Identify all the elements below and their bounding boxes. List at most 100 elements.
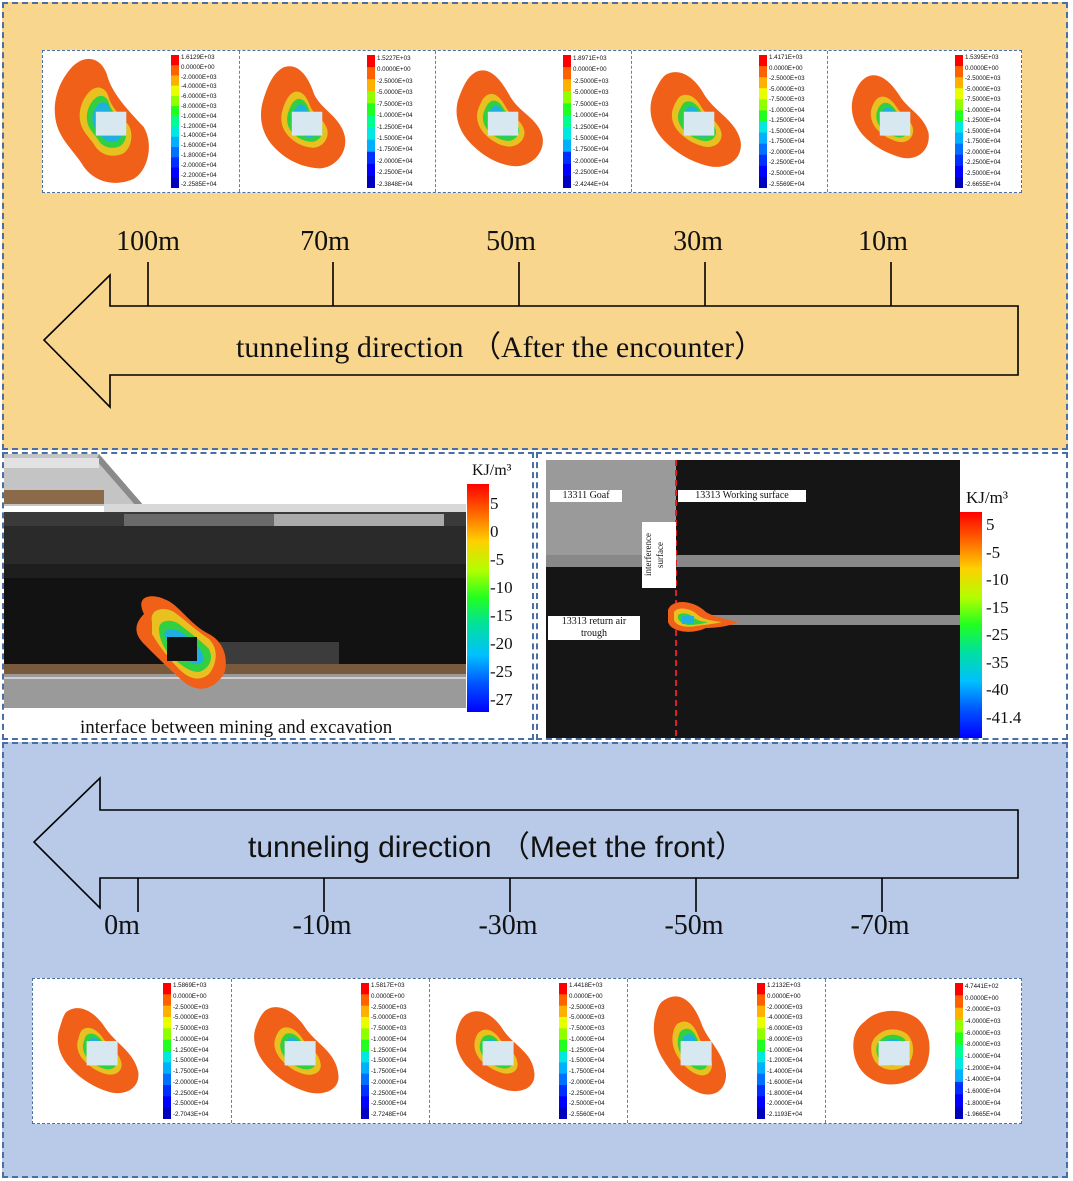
top-legend-value: 0.0000E+00 <box>769 64 803 72</box>
bottom-legend-swatch <box>163 1005 171 1018</box>
bottom-legend-value: 1.5869E+03 <box>173 982 207 989</box>
mining-colorbar-tick: 5 <box>490 494 499 513</box>
top-legend-colorbar <box>367 55 375 188</box>
bottom-legend-swatch <box>361 1073 369 1086</box>
goaf-label: 13311 Goaf <box>550 490 622 502</box>
top-distance-label: 100m <box>116 226 180 257</box>
bottom-legend-value: -2.1193E+04 <box>767 1111 803 1119</box>
bottom-legend-value: -2.0000E+04 <box>371 1078 407 1086</box>
top-legend-value: -2.4244E+04 <box>573 180 609 188</box>
top-legend-value: -8.0000E+03 <box>181 102 217 110</box>
top-legend-swatch <box>955 154 963 167</box>
bottom-legend-value: -5.0000E+03 <box>371 1014 407 1022</box>
top-legend-value: -1.2500E+04 <box>377 123 413 131</box>
bottom-legend-value: 0.0000E+00 <box>569 992 603 1000</box>
top-legend-value: -2.5000E+04 <box>965 170 1001 178</box>
top-legend-value: -2.0000E+04 <box>965 148 1001 156</box>
top-legend-value: -5.0000E+03 <box>769 85 805 93</box>
top-tunnel-section <box>879 111 911 136</box>
top-tunnel-section <box>95 111 127 136</box>
top-tile-separator <box>827 51 829 192</box>
mining-colorbar-tick: -20 <box>490 634 513 653</box>
top-legend-value: -7.5000E+03 <box>573 100 609 108</box>
top-tile-separator <box>631 51 633 192</box>
top-legend-value: -7.5000E+03 <box>769 96 805 104</box>
bottom-legend-colorbar <box>559 983 567 1119</box>
top-legend-swatch <box>367 163 375 177</box>
plan-colorbar-tick: 5 <box>986 515 995 534</box>
bottom-legend-swatch <box>163 983 171 995</box>
bottom-distance-label: -70m <box>850 910 910 941</box>
bottom-distance-label: -10m <box>292 910 352 941</box>
top-legend-value: -2.0000E+04 <box>573 157 609 165</box>
bottom-arrow-graphic <box>32 776 1019 912</box>
top-legend-value: -1.6000E+04 <box>181 142 217 150</box>
top-legend-value: -2.5000E+04 <box>769 170 805 178</box>
top-energy-contour-plot <box>456 70 543 167</box>
mining-colorbar-tick: -5 <box>490 550 505 569</box>
top-legend-value: 1.5395E+03 <box>965 54 999 61</box>
top-legend-value: -1.2500E+04 <box>965 117 1001 125</box>
top-legend-swatch <box>171 126 179 138</box>
top-legend-swatch <box>171 55 179 66</box>
bottom-legend-value: -2.5000E+04 <box>173 1100 209 1108</box>
bottom-tunnel-section <box>86 1041 118 1066</box>
bottom-legend-swatch <box>559 1073 567 1086</box>
top-legend-value: -2.5000E+03 <box>573 77 609 85</box>
bottom-legend-value: 1.4418E+03 <box>569 982 603 989</box>
top-legend-swatch <box>563 115 571 129</box>
top-legend-swatch <box>563 55 571 68</box>
bottom-legend-swatch <box>361 983 369 995</box>
top-legend-swatch <box>171 116 179 128</box>
bottom-tunnel-section <box>482 1041 514 1066</box>
bottom-legend-swatch <box>757 1073 765 1086</box>
bottom-distance-label: -30m <box>478 910 538 941</box>
bottom-legend-value: -1.0000E+04 <box>371 1035 407 1043</box>
bottom-legend-swatch <box>757 1039 765 1052</box>
bottom-legend-value: -6.0000E+03 <box>767 1025 803 1033</box>
top-legend-swatch <box>367 115 375 129</box>
top-legend-value: -1.5000E+04 <box>573 134 609 142</box>
top-legend-swatch <box>171 75 179 87</box>
bottom-legend-value: -7.5000E+03 <box>173 1025 209 1033</box>
top-legend-value: -2.5569E+04 <box>769 180 805 188</box>
top-legend-swatch <box>759 110 767 122</box>
top-legend-swatch <box>171 157 179 169</box>
mining-colorbar-tick: 0 <box>490 522 499 541</box>
bottom-tile-separator <box>627 979 629 1123</box>
bottom-legend-swatch <box>955 1081 963 1095</box>
top-legend-swatch <box>759 154 767 167</box>
bottom-legend-swatch <box>955 1069 963 1083</box>
bottom-arrow-text: tunneling direction （Meet the front） <box>248 831 745 864</box>
bottom-legend-swatch <box>757 1017 765 1029</box>
bottom-energy-contour-plot <box>254 1007 339 1094</box>
bottom-legend-value: 1.5817E+03 <box>371 982 405 989</box>
bottom-legend-swatch <box>757 1028 765 1041</box>
top-legend-swatch <box>955 176 963 188</box>
top-legend-value: -2.3848E+04 <box>377 180 413 188</box>
top-legend-swatch <box>563 103 571 116</box>
bottom-legend-swatch <box>955 1020 963 1033</box>
bottom-legend-value: -1.7500E+04 <box>569 1068 605 1076</box>
bottom-legend-value: 0.0000E+00 <box>173 992 207 1000</box>
top-energy-contour-plot <box>54 58 149 183</box>
top-legend-value: -2.0000E+04 <box>181 161 217 169</box>
top-legend-value: -1.5000E+04 <box>769 127 805 135</box>
bottom-legend-value: -1.2000E+04 <box>767 1057 803 1065</box>
bottom-legend-value: -1.5000E+04 <box>173 1057 209 1065</box>
top-legend-value: -1.2500E+04 <box>573 123 609 131</box>
bottom-legend-value: -8.0000E+03 <box>965 1041 1001 1049</box>
top-legend-swatch <box>171 106 179 117</box>
return-air-trough-label: 13313 return air trough <box>548 616 640 640</box>
bottom-legend-swatch <box>361 1005 369 1018</box>
bottom-legend-swatch <box>757 983 765 995</box>
top-legend-value: -2.5000E+03 <box>377 77 413 85</box>
bottom-legend-value: -1.0000E+04 <box>767 1046 803 1054</box>
bottom-legend-colorbar <box>955 983 963 1119</box>
